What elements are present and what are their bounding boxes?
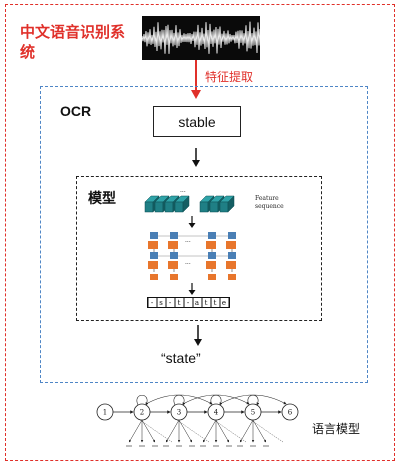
svg-text:...: ... — [185, 259, 191, 266]
lstm-grid: ...... — [148, 232, 236, 280]
feature-sequence-label-line2: sequence — [255, 203, 284, 210]
svg-text:4: 4 — [214, 409, 219, 417]
ctc-char: t — [175, 298, 184, 307]
ctc-char: t — [202, 298, 211, 307]
svg-text:1: 1 — [103, 409, 107, 417]
svg-text:s: s — [159, 299, 163, 307]
svg-text:3: 3 — [177, 409, 181, 417]
lstm-cell — [168, 252, 178, 272]
ocr-label: OCR — [60, 103, 92, 119]
ctc-char: - — [148, 298, 157, 307]
ctc-char: s — [157, 298, 166, 307]
lstm-output-cell — [228, 274, 236, 280]
system-title: 中文语音识别系统 — [20, 23, 126, 61]
lstm-output-cell — [150, 274, 158, 280]
svg-text:t: t — [178, 299, 181, 307]
cnn-feature-blocks — [144, 195, 235, 213]
svg-text:-: - — [151, 299, 154, 307]
hmm-state: 3 — [170, 403, 188, 421]
feature-sequence-label-line1: Feature — [255, 195, 279, 202]
lstm-cell — [226, 232, 236, 252]
svg-text:2: 2 — [140, 409, 144, 417]
result-text: “state” — [161, 350, 201, 366]
ctc-char: a — [193, 298, 202, 307]
model-label: 模型 — [88, 191, 116, 207]
svg-text:a: a — [195, 299, 199, 307]
system-frame — [5, 4, 395, 461]
svg-text:t: t — [214, 299, 217, 307]
stable-box: stable — [153, 106, 241, 137]
ctc-char: - — [166, 298, 175, 307]
lstm-cell — [206, 252, 216, 272]
hmm-state: 2 — [133, 403, 151, 421]
lstm-output-cell — [170, 274, 178, 280]
hmm-state: 1 — [96, 403, 114, 421]
feature-block — [174, 195, 190, 213]
svg-text:...: ... — [185, 237, 191, 244]
ctc-char: e — [220, 298, 229, 307]
lstm-cell — [226, 252, 236, 272]
language-model-label: 语言模型 — [312, 422, 361, 436]
svg-text:t: t — [205, 299, 208, 307]
hmm-state: 6 — [281, 403, 299, 421]
svg-text:5: 5 — [251, 409, 255, 417]
svg-text:-: - — [187, 299, 190, 307]
model-frame — [76, 176, 322, 321]
ocr-frame — [40, 86, 368, 383]
ctc-char: - — [184, 298, 193, 307]
language-model-hmm: 1 2 3 4 5 6 — [96, 394, 299, 447]
lstm-cell — [148, 232, 158, 252]
hmm-state: 4 — [207, 403, 225, 421]
waveform-image — [142, 16, 260, 60]
feature-extraction-label: 特征提取 — [205, 70, 254, 84]
hmm-state: 5 — [244, 403, 262, 421]
svg-text:e: e — [222, 299, 226, 307]
feature-block — [219, 195, 235, 213]
lstm-output-cell — [208, 274, 216, 280]
arrow-to-model — [192, 148, 200, 167]
lstm-cell — [148, 252, 158, 272]
svg-text:6: 6 — [288, 409, 293, 417]
svg-text:-: - — [169, 299, 172, 307]
svg-text:...: ... — [180, 187, 186, 194]
arrow-to-result — [194, 325, 202, 346]
lstm-cell — [206, 232, 216, 252]
lstm-cell — [168, 232, 178, 252]
ctc-char: t — [211, 298, 220, 307]
